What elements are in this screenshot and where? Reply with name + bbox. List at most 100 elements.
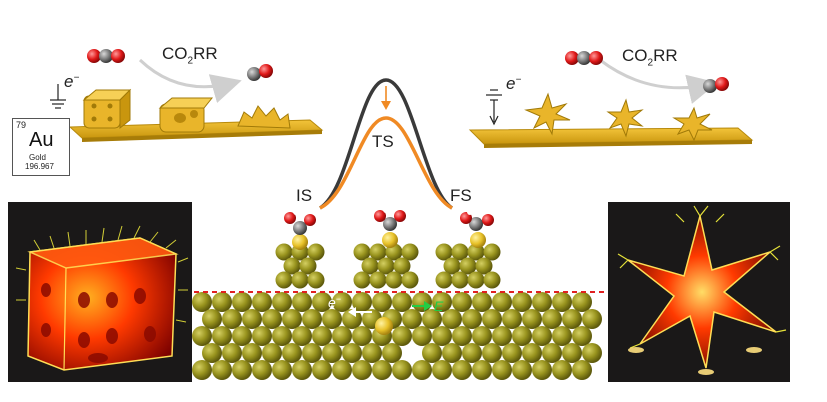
gold-atom: [299, 257, 317, 275]
left-co2rr-label: CO2RR: [162, 44, 218, 67]
gold-atom: [502, 343, 522, 363]
gold-atom: [552, 326, 572, 346]
gold-atom: [352, 326, 372, 346]
gold-atom: [552, 360, 572, 380]
gold-atom: [452, 292, 472, 312]
gold-atom: [435, 271, 453, 289]
gold-atom: [352, 360, 372, 380]
ts-label: TS: [372, 132, 394, 151]
gold-atom: [472, 292, 492, 312]
gold-atom: [192, 326, 212, 346]
gold-atom: [361, 257, 379, 275]
right-electron-label: e−: [506, 74, 522, 93]
gold-atom: [212, 292, 232, 312]
gold-atom: [432, 326, 452, 346]
gold-atom: [212, 326, 232, 346]
gold-atom: [352, 292, 372, 312]
right-co-molecule: [703, 77, 729, 93]
gold-atom: [512, 326, 532, 346]
gold-atom: [482, 309, 502, 329]
star-particle-3: [672, 106, 713, 142]
gold-atom: [562, 343, 582, 363]
gold-atom: [307, 243, 325, 261]
gold-atom: [282, 309, 302, 329]
gold-atom: [542, 343, 562, 363]
gold-atom: [401, 271, 419, 289]
gold-atom: [467, 271, 485, 289]
gold-atom: [522, 343, 542, 363]
gold-atom: [292, 360, 312, 380]
gold-atom: [262, 309, 282, 329]
gold-atom: [369, 271, 387, 289]
gold-atom: [435, 243, 453, 261]
gold-atom: [392, 326, 412, 346]
gold-atom: [582, 309, 602, 329]
gold-atom: [542, 309, 562, 329]
gold-atom: [532, 326, 552, 346]
gold-atom: [492, 326, 512, 346]
slab-sulfur-atom: [375, 317, 393, 335]
gold-atom: [442, 343, 462, 363]
gold-atom: [402, 309, 422, 329]
element-symbol: Au: [29, 129, 54, 151]
gold-atom: [532, 292, 552, 312]
gold-atom: [492, 360, 512, 380]
gold-atom: [522, 309, 542, 329]
gold-atom: [451, 271, 469, 289]
gold-atom: [472, 326, 492, 346]
electric-field-arrow: [412, 301, 432, 311]
gold-atom: [283, 257, 301, 275]
gold-atom: [502, 309, 522, 329]
gold-atom: [342, 309, 362, 329]
left-electron-label: e−: [64, 72, 80, 91]
left-co2-molecule: [87, 49, 125, 63]
gold-atom: [467, 243, 485, 261]
gold-atom: [282, 343, 302, 363]
gold-atom: [312, 360, 332, 380]
gold-atom: [552, 292, 572, 312]
gold-atom: [353, 271, 371, 289]
gold-atom: [332, 292, 352, 312]
left-reaction-arrow: [138, 58, 242, 104]
gold-atom: [192, 360, 212, 380]
adsorbate-ts: [374, 207, 406, 248]
gold-atom: [512, 292, 532, 312]
gold-atom: [572, 292, 592, 312]
gold-atom: [475, 257, 493, 275]
gold-atom: [342, 343, 362, 363]
gold-atom: [272, 326, 292, 346]
gold-atom: [262, 343, 282, 363]
gold-atom: [202, 343, 222, 363]
gold-atom: [362, 343, 382, 363]
adsorption-sites: [275, 243, 501, 289]
element-name: Gold: [29, 153, 46, 162]
adsorbate-fs: [460, 209, 494, 248]
gold-atom: [291, 271, 309, 289]
gold-atom: [322, 309, 342, 329]
gold-atom: [572, 360, 592, 380]
cube-field-panel: [8, 202, 192, 382]
gold-atom: [452, 360, 472, 380]
gold-atom: [452, 326, 472, 346]
gold-atom: [275, 243, 293, 261]
gold-atom: [372, 360, 392, 380]
gold-atom: [353, 243, 371, 261]
gold-atom: [512, 360, 532, 380]
slab-electron-label: e−: [328, 294, 342, 311]
gold-atom: [372, 292, 392, 312]
gold-atom: [302, 343, 322, 363]
gold-atom: [232, 292, 252, 312]
atomic-mass: 196.967: [25, 162, 54, 171]
gold-atom: [232, 326, 252, 346]
gold-atomic-slab: [192, 292, 602, 380]
gold-atom: [443, 257, 461, 275]
energy-barrier-arrow: [381, 86, 391, 110]
gold-atom: [192, 292, 212, 312]
electron-arrow: [348, 307, 372, 317]
gold-atom: [572, 326, 592, 346]
etched-particle: [237, 105, 291, 129]
right-co2rr-label: CO2RR: [622, 46, 678, 69]
gold-atom: [412, 292, 432, 312]
left-ground-symbol: [50, 84, 66, 109]
